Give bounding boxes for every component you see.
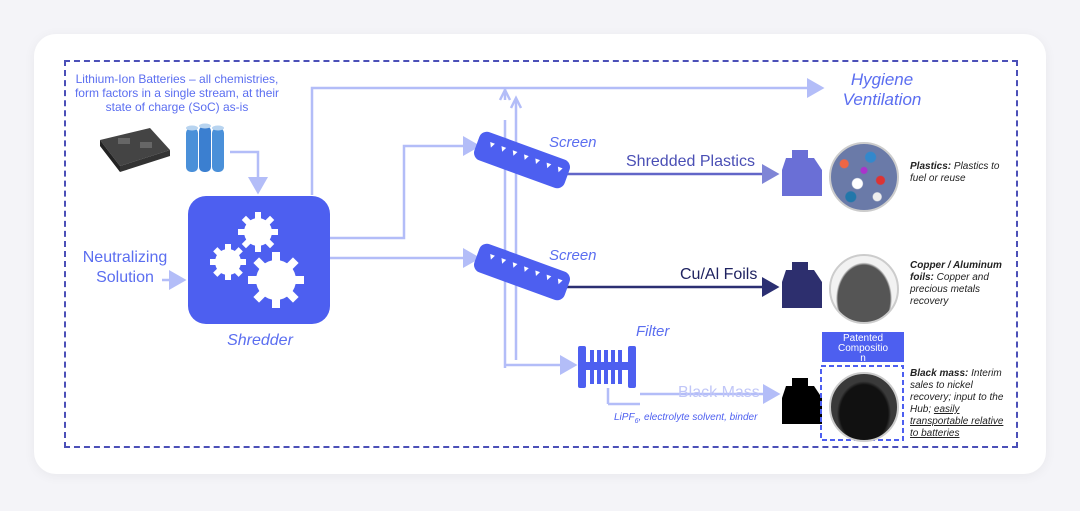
battery-cells-icon bbox=[186, 123, 224, 172]
black-mass-label: Black Mass bbox=[678, 384, 760, 401]
screen-1-label: Screen bbox=[549, 134, 597, 151]
batteries-description: Lithium-Ion Batteries – all chemistries,… bbox=[74, 72, 280, 114]
cu-al-foils-label: Cu/Al Foils bbox=[680, 266, 758, 283]
black-mass-description: Black mass: Interim sales to nickel reco… bbox=[910, 368, 1004, 439]
battery-pack-icon bbox=[100, 128, 170, 172]
patented-composition-tag: Patented Compositio n bbox=[822, 332, 904, 362]
arrow-batteries-to-shredder bbox=[230, 150, 268, 195]
filter-label: Filter bbox=[636, 323, 670, 340]
screen-2-label: Screen bbox=[549, 247, 597, 264]
black-mass-image bbox=[829, 372, 899, 442]
neutralizing-label: Neutralizing Solution bbox=[82, 249, 168, 286]
screen-1-icon bbox=[474, 131, 570, 189]
shredded-plastics-label: Shredded Plastics bbox=[626, 153, 755, 170]
foils-bag-icon bbox=[782, 262, 822, 308]
foils-description: Copper / Aluminum foils: Copper and prec… bbox=[910, 260, 1002, 307]
byproducts-label: LiPF6, electrolyte solvent, binder bbox=[614, 412, 758, 425]
plastics-bag-icon bbox=[782, 150, 822, 196]
arrow-shredder-to-screen1 bbox=[330, 136, 481, 240]
black-mass-bag-icon bbox=[782, 378, 822, 424]
shredder-icon bbox=[188, 196, 330, 324]
shredder-label: Shredder bbox=[227, 332, 293, 349]
foils-image bbox=[829, 254, 899, 324]
screen-2-icon bbox=[474, 243, 570, 301]
plastics-image bbox=[829, 142, 899, 212]
process-boundary bbox=[64, 60, 1018, 448]
ventilation-label: Hygiene Ventilation bbox=[842, 70, 922, 109]
arrow-shredder-to-ventilation bbox=[310, 78, 825, 195]
plastics-description: Plastics: Plastics to fuel or reuse bbox=[910, 161, 1000, 184]
filter-icon bbox=[578, 346, 636, 388]
